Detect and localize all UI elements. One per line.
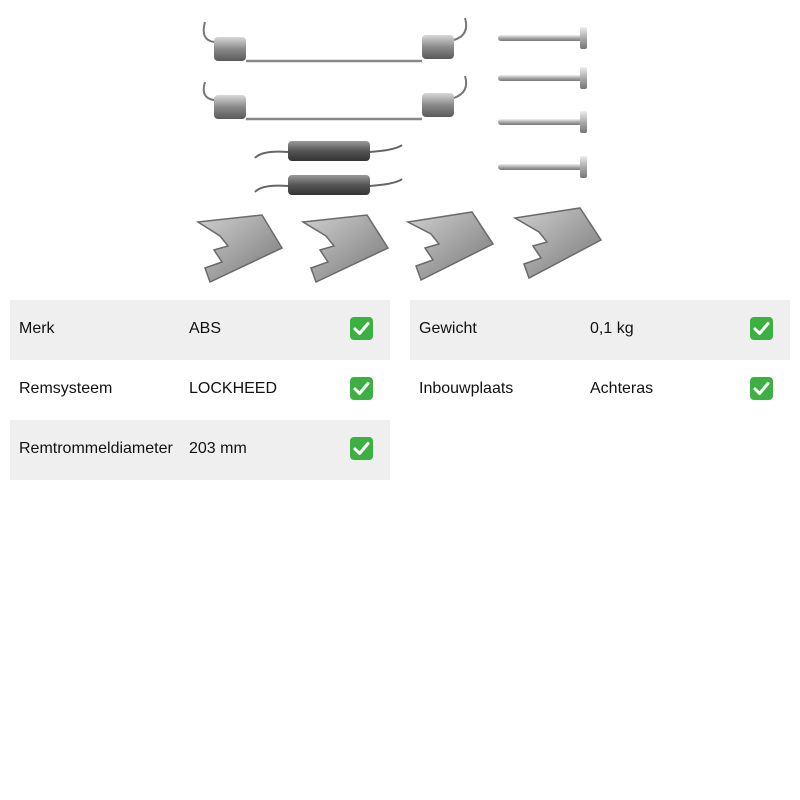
check-mark-button-icon [350,377,373,400]
check-mark-button-icon [750,377,773,400]
return-spring-1 [254,141,403,161]
spec-row-merk: Merk ABS [10,300,390,360]
spec-value: Achteras [590,380,654,397]
long-spring-2 [202,75,468,121]
product-image [195,17,603,284]
spec-value: 0,1 kg [590,320,634,337]
spec-value: LOCKHEED [189,380,278,397]
return-spring-2 [254,175,403,195]
hold-down-pins [498,27,587,178]
spec-row-inbouwplaats: Inbouwplaats Achteras [410,360,790,420]
spec-label: Remtrommeldiameter [19,440,173,457]
spec-value: ABS [189,320,222,337]
check-mark-button-icon [350,437,373,460]
spec-label: Gewicht [419,320,477,337]
spec-row-remsysteem: Remsysteem LOCKHEED [10,360,390,420]
spec-value: 203 mm [189,440,247,457]
spec-row-gewicht: Gewicht 0,1 kg [410,300,790,360]
check-mark-button-icon [750,317,773,340]
long-spring-1 [202,17,468,63]
check-mark-button-icon [350,317,373,340]
spec-label: Inbouwplaats [419,380,514,397]
spec-label: Merk [19,320,55,337]
spec-row-remtrommeldiameter: Remtrommeldiameter 203 mm [10,420,390,480]
spec-label: Remsysteem [19,380,113,397]
spring-clips [195,207,603,284]
